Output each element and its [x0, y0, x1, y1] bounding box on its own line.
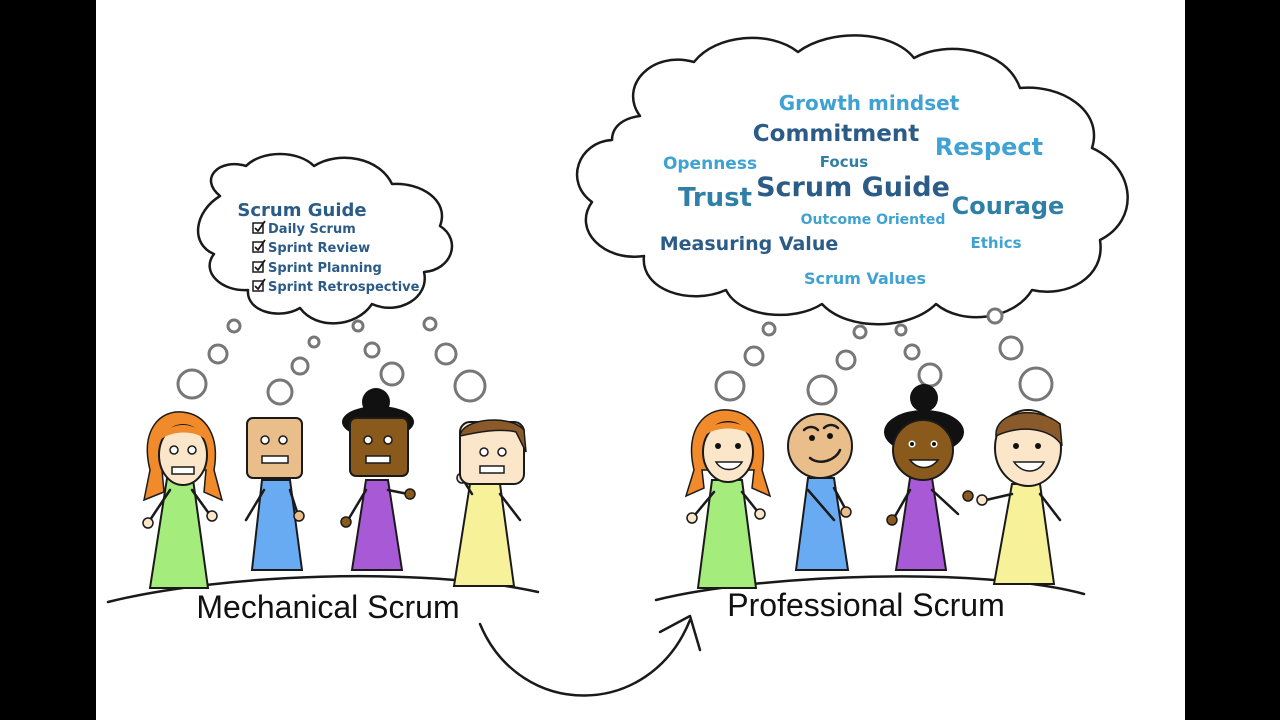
transition-arrow [478, 614, 702, 697]
left-cloud-title: Scrum Guide [237, 200, 366, 221]
checklist-item: Sprint Retrospective [252, 278, 420, 295]
person-right-orange-hair [684, 409, 772, 589]
checklist-label: Daily Scrum [268, 222, 356, 237]
right-thought-bubbles [714, 307, 1054, 406]
checkmark-icon [254, 220, 266, 233]
checklist-item: Daily Scrum [252, 220, 356, 237]
word-commitment: Commitment [753, 121, 919, 147]
word-focus: Focus [820, 153, 869, 171]
white-panel [96, 0, 1185, 720]
word-courage: Courage [952, 192, 1065, 220]
word-trust: Trust [678, 183, 752, 213]
checklist-item: Sprint Planning [252, 259, 382, 276]
checkbox-icon [252, 222, 264, 234]
word-scrum-values: Scrum Values [804, 269, 926, 288]
person-left-square-head [244, 417, 305, 571]
left-thought-cloud [197, 152, 454, 325]
word-measuring-value: Measuring Value [660, 233, 839, 255]
right-thought-cloud [575, 34, 1129, 326]
checklist-label: Sprint Retrospective [268, 280, 420, 295]
person-right-dark-bun [884, 384, 964, 571]
checklist-label: Sprint Review [268, 241, 370, 256]
checkmark-icon [254, 239, 266, 252]
word-outcome-oriented: Outcome Oriented [801, 212, 946, 228]
checklist-item: Sprint Review [252, 239, 370, 256]
word-ethics: Ethics [970, 234, 1021, 252]
left-thought-bubbles [176, 316, 487, 406]
label-mechanical-scrum: Mechanical Scrum [196, 589, 459, 625]
person-right-brown-hair [962, 409, 1063, 585]
word-openness: Openness [663, 154, 757, 174]
word-growth-mindset: Growth mindset [779, 91, 960, 115]
label-professional-scrum: Professional Scrum [727, 587, 1004, 623]
person-left-dark-bun [340, 388, 416, 571]
values-word-cloud: Growth mindset Commitment Respect Openne… [660, 91, 1065, 288]
left-checklist: Daily Scrum Sprint Review Sprint Plannin… [252, 220, 420, 295]
checkmark-icon [254, 278, 266, 291]
word-respect: Respect [935, 133, 1043, 161]
checklist-label: Sprint Planning [268, 261, 382, 276]
checkmark-icon [254, 259, 266, 272]
person-left-brown-hair [452, 419, 527, 587]
checkbox-icon [252, 241, 264, 253]
word-scrum-guide: Scrum Guide [756, 172, 950, 203]
person-right-bald [787, 413, 853, 571]
person-left-orange-hair [142, 411, 224, 589]
checkbox-icon [252, 261, 264, 273]
checkbox-icon [252, 280, 264, 292]
